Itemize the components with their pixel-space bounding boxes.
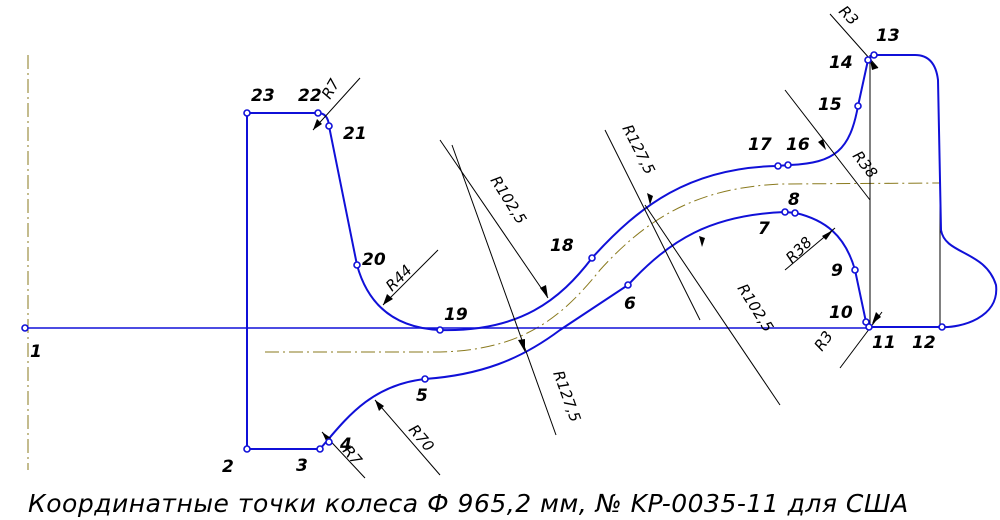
point-15-marker <box>854 102 862 110</box>
point-label-22: 22 <box>298 86 322 106</box>
point-markers <box>21 51 946 453</box>
arrowhead-r3-bottom <box>872 312 881 324</box>
point-21-marker <box>325 122 333 130</box>
point-14-marker <box>864 56 872 64</box>
point-label-13: 13 <box>876 26 900 46</box>
point-label-23: 23 <box>251 86 275 106</box>
arrowhead-r3-top <box>870 60 878 70</box>
point-label-6: 6 <box>624 294 636 314</box>
point-label-18: 18 <box>550 236 574 256</box>
arrowhead-r38-lower <box>822 230 833 240</box>
arrowhead-r1275 <box>518 339 525 352</box>
flow-channel-centerline <box>265 182 941 353</box>
arrowhead-r38-upper <box>818 139 826 150</box>
point-label-20: 20 <box>362 250 386 270</box>
point-label-12: 12 <box>912 333 936 353</box>
point-20-marker <box>353 261 361 269</box>
point-label-10: 10 <box>829 303 853 323</box>
dim-label-r1025-upper: R102,5 <box>487 173 531 228</box>
point-label-8: 8 <box>788 190 800 210</box>
dimension-line-r1025-upper <box>439 139 549 299</box>
point-4-marker <box>325 438 333 446</box>
arrowhead-r1025-lower <box>699 236 705 247</box>
point-6-marker <box>624 281 632 289</box>
point-label-21: 21 <box>343 124 367 144</box>
point-label-4: 4 <box>339 435 352 455</box>
dim-label-r38-lower: R38 <box>782 233 816 267</box>
arrowhead-r1025-upper <box>540 285 548 298</box>
point-13-marker <box>870 51 878 59</box>
dimension-line-r38-upper <box>784 89 871 201</box>
dim-label-r44: R44 <box>382 261 416 295</box>
point-3-marker <box>316 445 324 453</box>
drawing-caption: Координатные точки колеса Ф 965,2 мм, № … <box>28 489 909 518</box>
arrowhead-r44 <box>383 294 393 305</box>
lower-profile-contour <box>247 210 867 450</box>
point-label-19: 19 <box>444 305 468 325</box>
point-17-marker <box>774 162 782 170</box>
point-labels: 1 2 3 4 5 6 7 8 9 10 11 12 13 14 15 16 1… <box>30 26 936 477</box>
point-label-2: 2 <box>222 457 234 477</box>
point-7-marker <box>781 208 789 216</box>
arrowhead-r7-top <box>313 119 322 130</box>
dimension-line-r1275 <box>451 144 557 436</box>
point-label-3: 3 <box>296 456 308 476</box>
point-label-17: 17 <box>748 135 772 155</box>
dimension-line-r1025-lower <box>644 204 781 406</box>
dimension-line-r70 <box>374 399 441 476</box>
point-label-16: 16 <box>786 135 810 155</box>
point-12-marker <box>938 323 946 331</box>
point-2-marker <box>243 445 251 453</box>
dim-label-r3-bottom: R3 <box>811 328 837 355</box>
point-19-marker <box>436 326 444 334</box>
point-label-9: 9 <box>831 261 843 281</box>
dimension-line-r1275-mid <box>604 129 701 321</box>
arrowhead-r70 <box>375 400 384 411</box>
dimension-line-r44 <box>382 249 439 306</box>
point-label-11: 11 <box>872 333 896 353</box>
dimension-line-r7-top <box>312 77 361 131</box>
point-label-7: 7 <box>758 219 770 239</box>
point-label-1: 1 <box>30 342 42 362</box>
point-5-marker <box>421 375 429 383</box>
dim-label-r70: R70 <box>405 421 438 455</box>
point-11-marker <box>865 323 873 331</box>
dimension-labels: R7 R44 R102,5 R127,5 R127,5 R102,5 R70 R… <box>318 2 881 469</box>
dim-label-r1025-lower: R102,5 <box>734 281 778 336</box>
point-22-marker <box>314 109 322 117</box>
point-8-marker <box>791 209 799 217</box>
point-label-5: 5 <box>416 386 428 406</box>
dim-label-r7-top: R7 <box>318 75 344 102</box>
point-18-marker <box>588 254 596 262</box>
point-23-marker <box>243 109 251 117</box>
point-label-15: 15 <box>818 95 842 115</box>
point-1-marker <box>21 324 29 332</box>
point-label-14: 14 <box>829 53 853 73</box>
dim-label-r1275-lower: R127,5 <box>549 368 584 424</box>
dim-label-r38-upper: R38 <box>849 147 881 181</box>
point-16-marker <box>784 161 792 169</box>
arrowhead-r1275-mid <box>647 193 653 205</box>
point-9-marker <box>851 266 859 274</box>
